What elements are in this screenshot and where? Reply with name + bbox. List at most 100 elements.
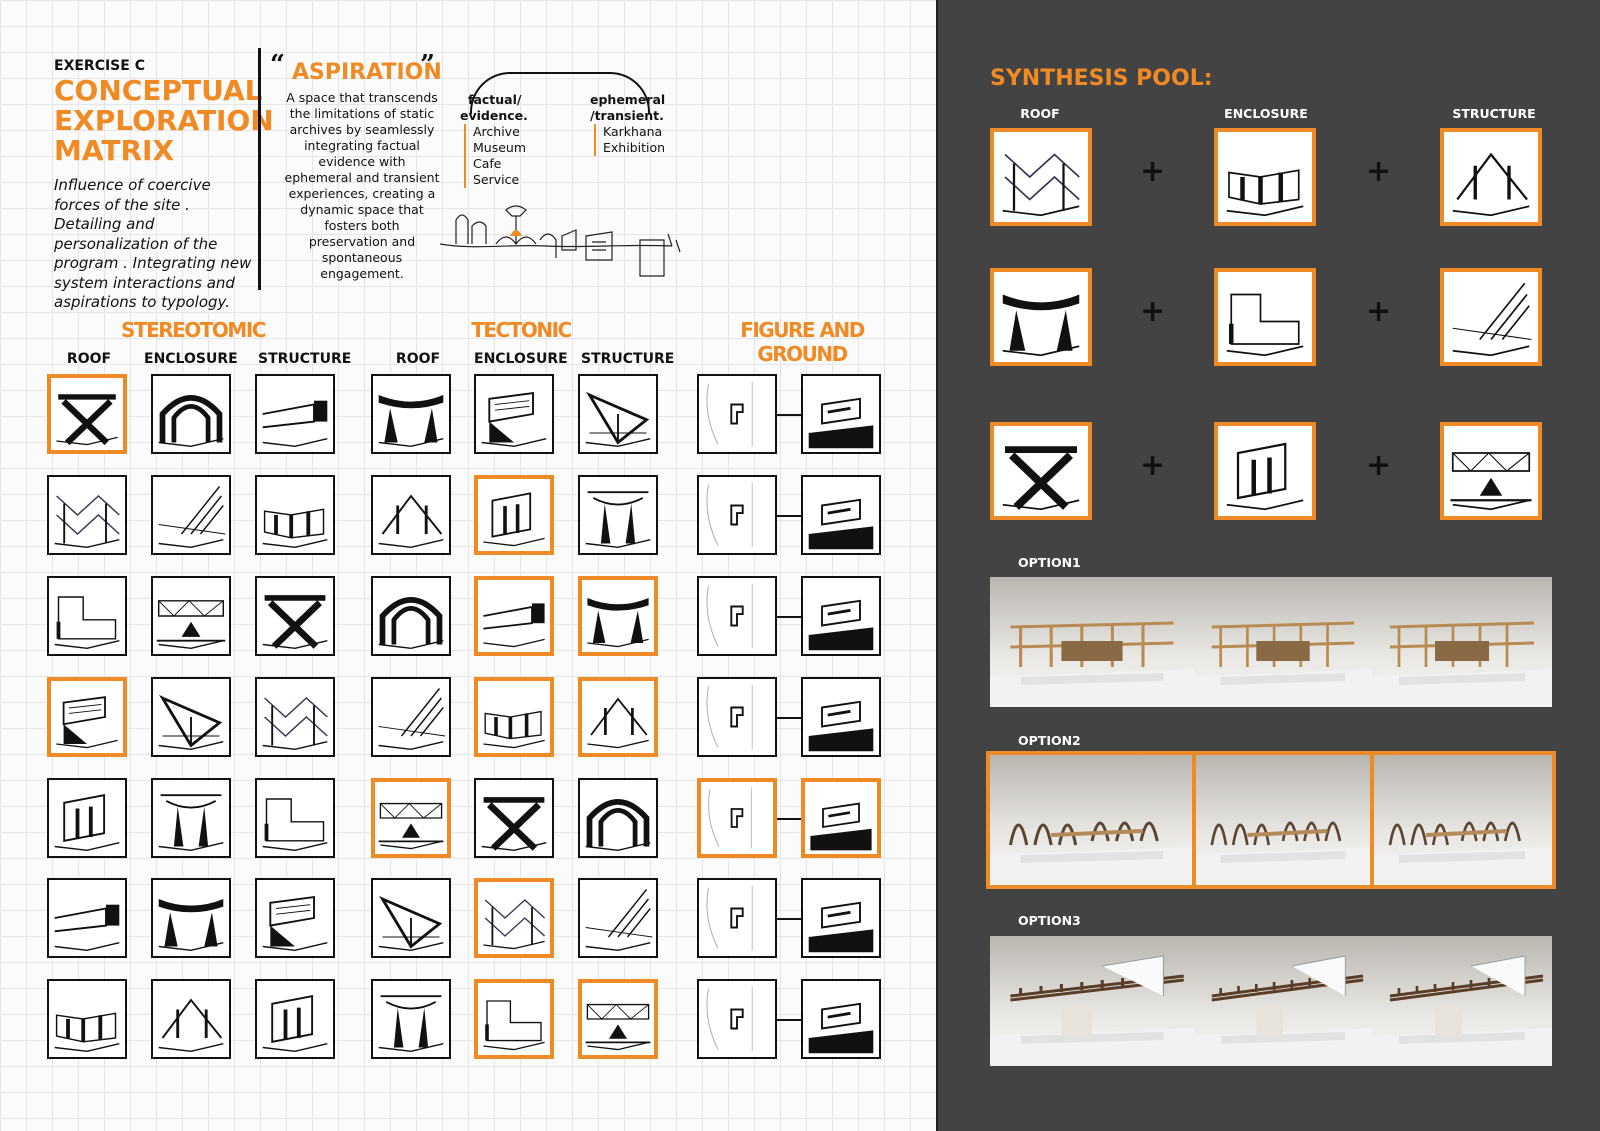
pair-connector [777, 717, 801, 719]
sketch-tile [371, 677, 451, 757]
sketch-tile [255, 374, 335, 454]
close-quote: ” [420, 50, 435, 80]
stereo-enclosure-head: ENCLOSURE [144, 351, 238, 367]
synthesis-structure-head: STRUCTURE [1452, 106, 1536, 121]
stereo-roof-head: ROOF [66, 351, 112, 367]
figure-ground-title: FIGURE AND GROUND [722, 318, 882, 366]
figure-ground-section-tile [801, 475, 881, 555]
figure-ground-section-tile [801, 576, 881, 656]
sketch-tile [474, 677, 554, 757]
list-item: Archive [473, 124, 520, 139]
plus-sign: + [1140, 448, 1166, 483]
divider [258, 48, 261, 290]
pair-connector [777, 1019, 801, 1021]
tect-roof-head: ROOF [395, 351, 441, 367]
model-photo [990, 755, 1194, 885]
list-item: Service [473, 172, 520, 187]
factual-heading-1: factual/ [468, 92, 522, 107]
plus-sign: + [1140, 294, 1166, 329]
page-title: CONCEPTUAL EXPLORATION MATRIX [54, 76, 274, 167]
sketch-tile [578, 677, 658, 757]
synthesis-tile [990, 268, 1092, 366]
sketch-tile [151, 677, 231, 757]
figure-ground-section-tile [801, 677, 881, 757]
synthesis-tile [990, 422, 1092, 520]
list-item: Cafe [473, 156, 502, 171]
option2-label: OPTION2 [1018, 733, 1081, 748]
sketch-tile [255, 878, 335, 958]
pair-connector [777, 918, 801, 920]
figure-ground-plan-tile [697, 475, 777, 555]
figure-ground-section-tile [801, 374, 881, 454]
sketch-tile [474, 878, 554, 958]
model-photo [1194, 755, 1372, 885]
synthesis-tile [1440, 128, 1542, 226]
plus-sign: + [1140, 154, 1166, 189]
option1-label: OPTION1 [1018, 555, 1081, 570]
sketch-tile [474, 475, 554, 555]
sketch-tile [371, 475, 451, 555]
pair-connector [777, 515, 801, 517]
sketch-tile [371, 778, 451, 858]
tect-enclosure-head: ENCLOSURE [474, 351, 568, 367]
model-photo [990, 936, 1194, 1066]
sketch-tile [371, 878, 451, 958]
sketch-tile [371, 979, 451, 1059]
ephemeral-heading-2: /transient. [590, 108, 664, 123]
open-quote: “ [270, 50, 285, 80]
sketch-tile [47, 374, 127, 454]
sketch-tile [47, 475, 127, 555]
figure-ground-plan-tile [697, 576, 777, 656]
stereo-structure-head: STRUCTURE [258, 351, 352, 367]
tect-structure-head: STRUCTURE [581, 351, 675, 367]
tectonic-title: TECTONIC [471, 318, 572, 342]
synthesis-title: SYNTHESIS POOL: [990, 66, 1213, 91]
synthesis-tile [1440, 422, 1542, 520]
figure-ground-plan-tile [697, 677, 777, 757]
doodle-sketch [439, 205, 681, 277]
sketch-tile [47, 878, 127, 958]
sketch-tile [151, 878, 231, 958]
sketch-tile [371, 374, 451, 454]
synthesis-tile [990, 128, 1092, 226]
sketch-tile [474, 778, 554, 858]
ephemeral-heading: ephemeral /transient. [590, 92, 665, 124]
figure-ground-title-2: GROUND [757, 342, 848, 366]
model-photo [1194, 936, 1372, 1066]
sketch-tile [47, 576, 127, 656]
plus-sign: + [1366, 294, 1392, 329]
list-item: Exhibition [603, 140, 666, 155]
ephemeral-list: Karkhana Exhibition [594, 124, 665, 156]
synthesis-roof-head: ROOF [1020, 106, 1060, 121]
sketch-tile [151, 576, 231, 656]
plus-sign: + [1366, 154, 1392, 189]
model-photo [1194, 577, 1372, 707]
synthesis-tile [1214, 128, 1316, 226]
list-item: Museum [473, 140, 527, 155]
sketch-tile [151, 475, 231, 555]
figure-ground-plan-tile [697, 778, 777, 858]
pair-connector [777, 616, 801, 618]
selected-option-frame [986, 751, 1556, 889]
sketch-tile [255, 778, 335, 858]
sketch-tile [255, 677, 335, 757]
option-divider [1192, 751, 1196, 889]
sketch-tile [578, 475, 658, 555]
figure-ground-section-tile [801, 878, 881, 958]
synthesis-tile [1440, 268, 1542, 366]
figure-ground-plan-tile [697, 979, 777, 1059]
aspiration-title: ASPIRATION [292, 60, 442, 85]
sketch-tile [474, 979, 554, 1059]
synthesis-enclosure-head: ENCLOSURE [1224, 106, 1308, 121]
model-photo [1372, 755, 1552, 885]
sketch-tile [578, 374, 658, 454]
synthesis-tile [1214, 422, 1316, 520]
figure-ground-title-1: FIGURE AND [740, 318, 865, 342]
title-line-3: MATRIX [54, 134, 175, 167]
factual-list: Archive Museum Cafe Service [464, 124, 526, 188]
model-photo [1372, 936, 1552, 1066]
sketch-tile [474, 576, 554, 656]
model-photo [990, 577, 1194, 707]
sketch-tile [474, 374, 554, 454]
ephemeral-heading-1: ephemeral [590, 92, 666, 107]
